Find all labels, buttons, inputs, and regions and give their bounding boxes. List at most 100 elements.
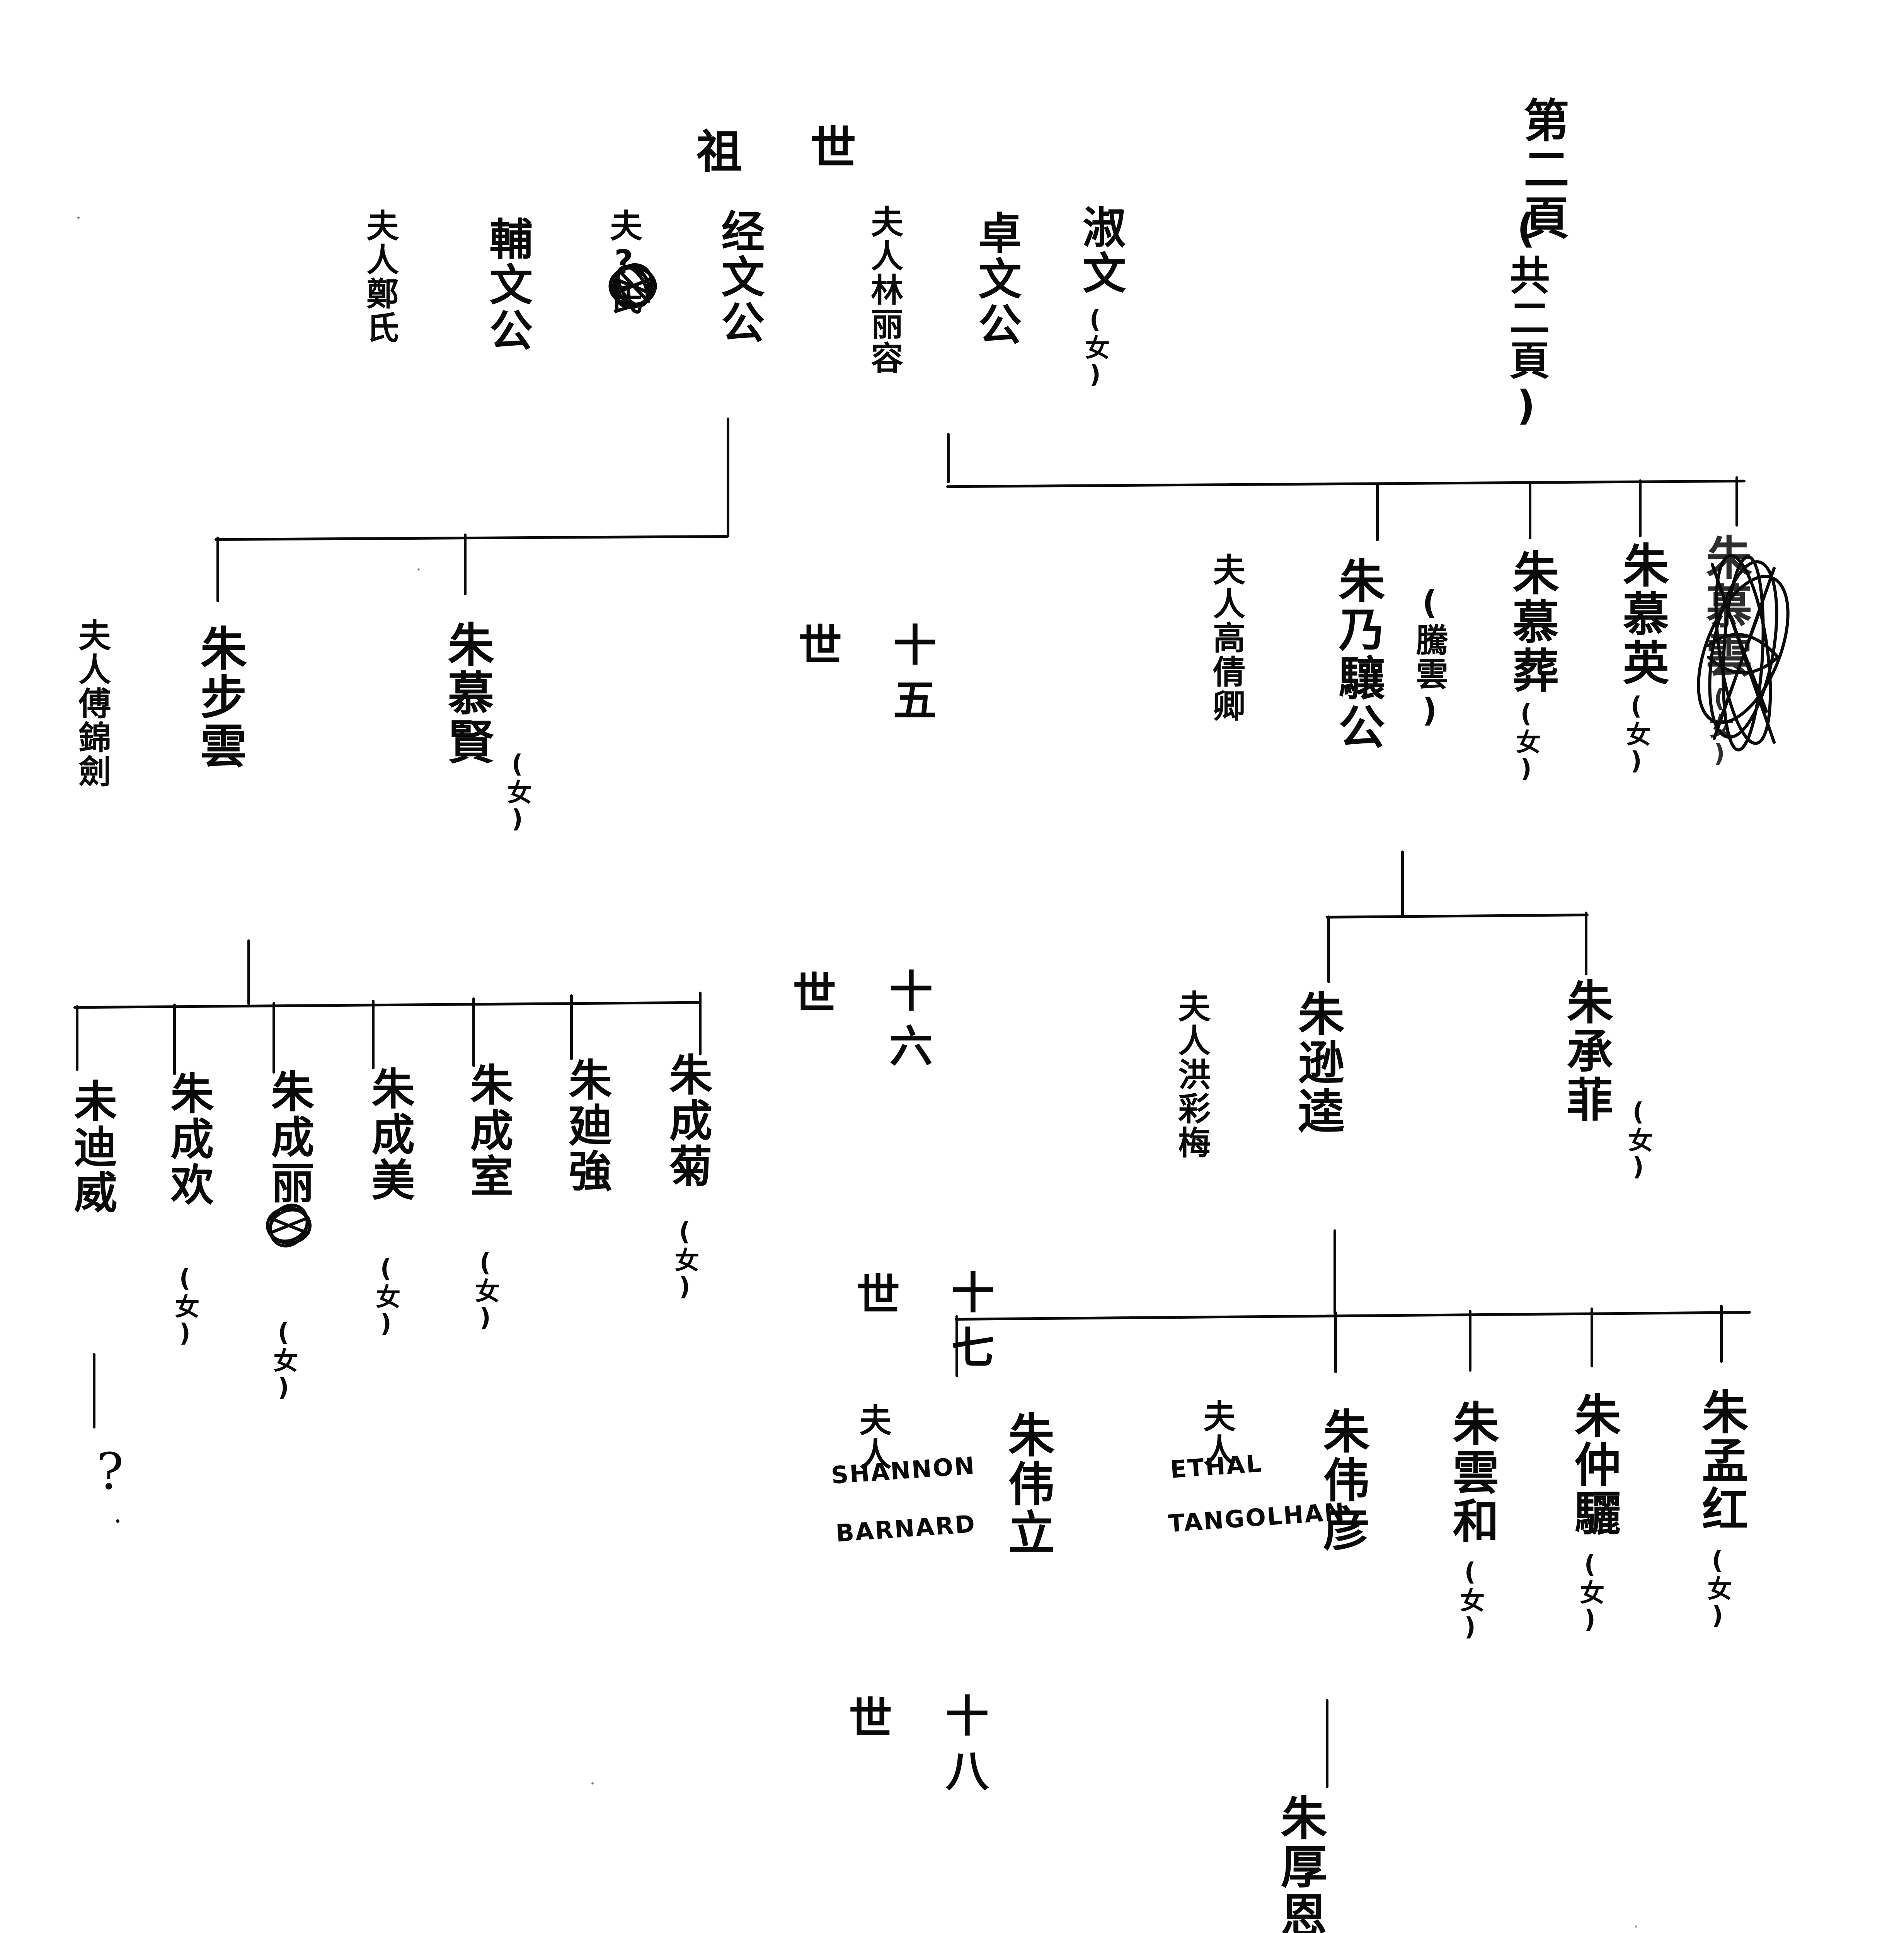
gen17-name-0: 朱伟立: [1000, 1411, 1054, 1557]
generation-label-16-num: 十六: [882, 968, 933, 1078]
connector-drop-zhuchengfei: [1585, 912, 1587, 975]
gen17-gender-4: (女): [1703, 1546, 1732, 1631]
generation-label-15-num: 十五: [886, 622, 937, 732]
page-label: 第二頁: [1516, 97, 1569, 243]
connector-drop-zhumuying: [1639, 479, 1642, 537]
ancestor-name-0: 輔文公: [482, 216, 533, 353]
gen17-spouse-roman-0a: SHANNON: [830, 1451, 977, 1490]
connector-horizontal-gen15-left: [214, 535, 729, 541]
gen15-left-name-0: 朱步雲: [192, 624, 246, 770]
connector-drop-from-zhubuyun: [247, 939, 250, 1005]
connector-vertical-ancestor-right: [947, 433, 950, 483]
gen17-spouse-roman-1a: ETHAL: [1169, 1449, 1264, 1484]
ancestor-spouse-2: 夫人林丽容: [865, 205, 904, 375]
generation-label-18-shi: 世: [841, 1695, 892, 1750]
gen15-right-gender-3: (女): [1705, 684, 1734, 769]
gen16-left-gender-2: (女): [269, 1318, 298, 1403]
connector-drop-gen17-0: [955, 1315, 958, 1377]
connector-drop-gen17-4: [1720, 1305, 1723, 1363]
connector-vertical-ancestor-left: [727, 418, 729, 537]
gen16-left-gender-6: (女): [670, 1218, 699, 1302]
connector-horizontal-gen17: [955, 1311, 1751, 1321]
gen17-spouse-label-0: 夫人: [854, 1403, 892, 1471]
connector-drop-zhubuyun: [216, 537, 219, 602]
gen16-right-name-1: 朱承菲: [1558, 978, 1613, 1124]
gen15-right-name-3: 朱慕雲: [1698, 534, 1752, 680]
connector-drop-zhuxunkui: [1327, 915, 1330, 983]
connector-horizontal-gen15-right: [946, 479, 1746, 488]
gen15-right-name-1: 朱慕葬: [1504, 549, 1558, 695]
page-of-label: (共二頁): [1502, 205, 1550, 431]
connector-drop-unknown-descendant: [93, 1353, 95, 1428]
gen16-left-name-5: 朱廸強: [561, 1057, 612, 1194]
gen16-left-gender-1: (女): [170, 1264, 199, 1348]
gen17-gender-3: (女): [1575, 1550, 1604, 1635]
column-header-ancestor: 祖: [688, 128, 742, 176]
gen15-right-name-0: 朱乃驤公: [1330, 557, 1385, 752]
connector-drop-from-zhuxunkui: [1333, 1229, 1336, 1314]
gen17-spouse-label-1: 夫人: [1198, 1399, 1236, 1468]
gen16-right-name-0: 朱逊逵: [1290, 990, 1344, 1136]
ancestor-spouse-0: 夫人鄭氏: [361, 209, 399, 345]
gen16-left-name-1: 朱成欢: [163, 1071, 214, 1208]
connector-drop-gen17-2: [1469, 1310, 1471, 1372]
ancestor-name-2: 卓文公: [971, 211, 1022, 348]
gen16-right-gender-1: (女): [1624, 1098, 1653, 1182]
connector-horizontal-gen16-left: [73, 1001, 702, 1009]
gen16-left-gender-4: (女): [471, 1249, 500, 1333]
paper-speck: [77, 216, 80, 219]
gen15-left-spouse-0: 夫人傅錦劍: [73, 619, 111, 789]
ancestor-spouse-1: 夫?氏: [605, 209, 643, 316]
gen16-left-name-4: 朱成室: [463, 1062, 513, 1199]
gen15-left-gender-1: (女): [503, 750, 532, 834]
column-header-generation: 世: [802, 124, 856, 172]
ancestor-gender-3: (女): [1081, 305, 1110, 390]
connector-drop-gen16-1: [173, 1004, 176, 1075]
connector-drop-gen17-1: [1334, 1311, 1337, 1373]
paper-speck: [591, 1782, 594, 1785]
connector-drop-gen16-0: [76, 1005, 78, 1071]
gen16-left-name-3: 朱成美: [364, 1066, 415, 1203]
gen16-left-name-2: 朱成丽: [264, 1069, 314, 1206]
connector-drop-gen16-4: [472, 997, 475, 1067]
connector-drop-struck-sibling: [1735, 476, 1738, 527]
generation-label-16-shi: 世: [785, 970, 836, 1025]
connector-drop-gen16-6: [699, 992, 702, 1055]
gen15-left-name-1: 朱慕賢: [439, 620, 494, 767]
generation-label-17-num: 十七: [944, 1270, 995, 1380]
generation-label-15-shi: 世: [791, 622, 842, 677]
gen17-name-1: 朱伟彦: [1315, 1407, 1369, 1553]
paper-speck: [417, 568, 420, 571]
connector-drop-gen17-3: [1591, 1307, 1593, 1367]
ancestor-name-1: 经文公: [714, 209, 765, 346]
connector-horizontal-gen16-right: [1325, 914, 1589, 919]
unknown-descendant-question-mark: ?: [97, 1442, 124, 1501]
paper-speck: [1635, 1925, 1637, 1928]
unknown-descendant-period: [116, 1519, 119, 1523]
connector-drop-zhumuzang: [1529, 481, 1531, 539]
gen16-left-gender-3: (女): [371, 1255, 400, 1339]
gen17-name-4: 朱孟红: [1694, 1388, 1748, 1534]
generation-label-18-num: 十八: [938, 1693, 989, 1803]
gen17-name-3: 朱仲驪: [1566, 1392, 1620, 1538]
ancestor-name-3: 淑文: [1075, 205, 1126, 296]
connector-drop-gen16-2: [272, 1002, 275, 1074]
gen15-right-gender-2: (女): [1622, 692, 1651, 776]
connector-drop-zhumuxian: [464, 534, 467, 595]
gen15-right-annotation-0: (騰雲): [1410, 584, 1449, 731]
gen15-right-gender-1: (女): [1512, 700, 1541, 784]
connector-drop-gen16-3: [372, 1000, 375, 1069]
gen16-left-name-6: 朱成菊: [662, 1052, 712, 1189]
gen16-right-spouse-0: 夫人洪彩梅: [1173, 990, 1211, 1160]
gen17-gender-2: (女): [1456, 1558, 1485, 1642]
connector-drop-from-zhunaixiang: [1401, 851, 1404, 916]
connector-drop-gen18: [1326, 1699, 1328, 1788]
gen15-right-name-2: 朱慕英: [1614, 541, 1669, 687]
generation-label-17-shi: 世: [849, 1272, 900, 1327]
gen17-spouse-roman-0b: BARNARD: [835, 1509, 977, 1548]
gen17-name-2: 朱雲和: [1444, 1399, 1499, 1546]
gen18-name-0: 朱厚恩: [1272, 1794, 1327, 1933]
gen16-left-name-0: 未迪威: [66, 1079, 117, 1215]
connector-drop-gen16-5: [570, 994, 573, 1060]
